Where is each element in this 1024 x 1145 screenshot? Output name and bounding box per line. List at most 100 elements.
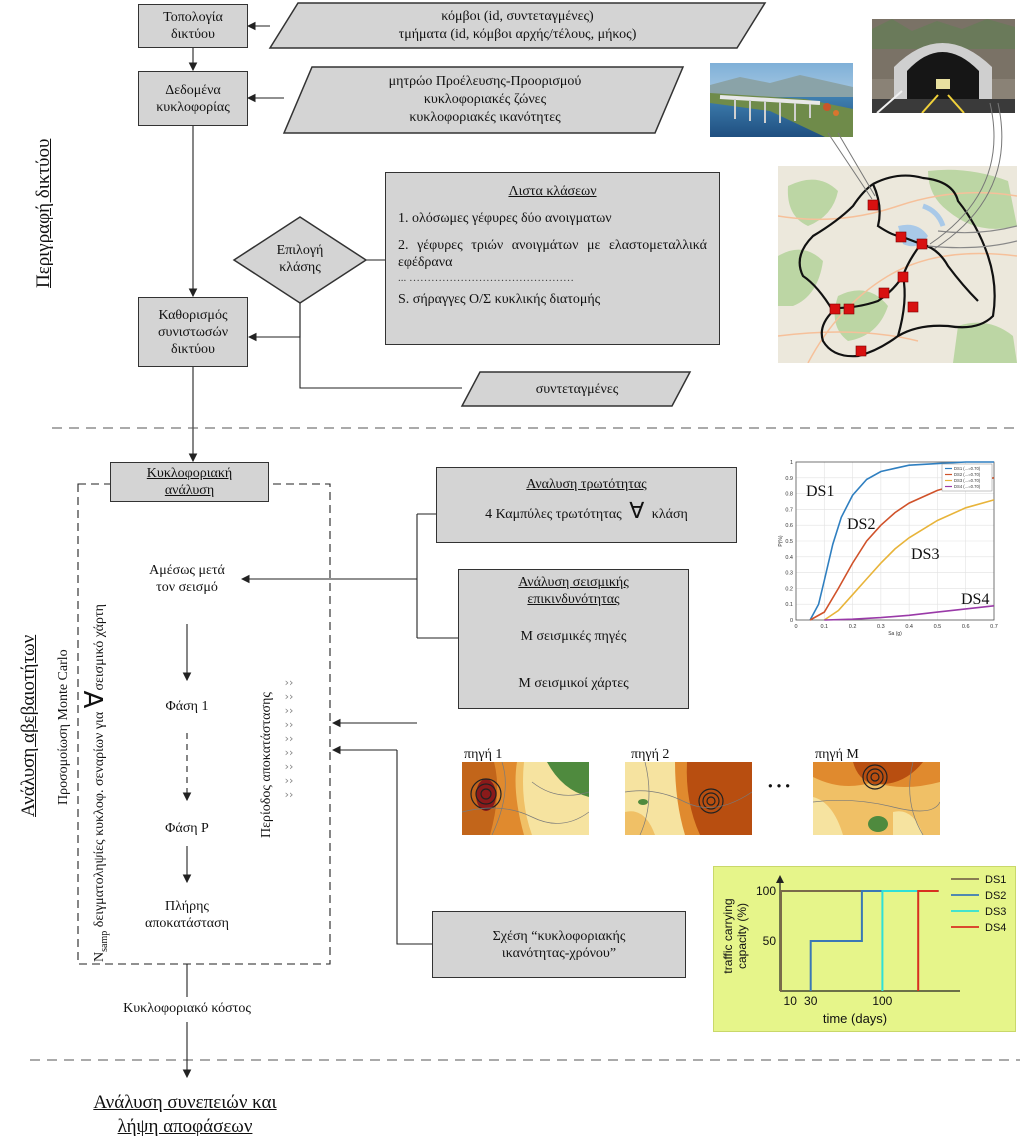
coordinates-input-text: συντεταγμένες: [535, 381, 619, 397]
fragility-x-label: Sa (g): [888, 631, 902, 636]
fragility-legend-label: DS4 (...=0.70): [954, 484, 981, 489]
fragility-legend: DS1 (...=0.70)DS2 (...=0.70)DS3 (...=0.7…: [941, 463, 993, 492]
capacity-series-ds1: [780, 890, 939, 992]
vulnerability-title: Αναλυση τρωτότητας: [526, 477, 647, 492]
class-list-title: Λιστα κλάσεων: [508, 184, 597, 199]
fragility-series-ds4: [824, 605, 995, 621]
fragility-y-label: P(%): [778, 535, 784, 546]
fragility-y-tick: 0.4: [785, 555, 793, 561]
hazard-sources: M σεισμικές πηγές: [520, 629, 627, 644]
hazard-analysis-box: Ανάλυση σεισμικής επικινδυνότητας M σεισ…: [458, 569, 689, 709]
traffic-cost-text: Κυκλοφοριακό κόστος: [92, 1000, 282, 1017]
fragility-series-ds1: [809, 461, 994, 621]
tunnel-photo: [872, 19, 1015, 113]
class-list-ellipsis: ... ………………………………………: [398, 272, 574, 284]
vulnerability-forall: ∀: [629, 499, 645, 524]
recovery-chevrons: ››››››››››››››››››: [284, 676, 294, 801]
capacity-x-tick: 30: [804, 994, 818, 1008]
fragility-x-tick: 0.5: [934, 624, 942, 630]
fragility-y-tick: 0.5: [785, 539, 793, 545]
hazard-map-label-m: πηγή M: [815, 747, 859, 762]
capacity-y-tick: 100: [756, 884, 776, 898]
fragility-y-tick: 1: [790, 460, 793, 466]
fragility-x-tick: 0.1: [820, 624, 828, 630]
capacity-legend-label: DS1: [985, 874, 1006, 886]
traffic-input-text: μητρώο Προέλευσης-Προορισμού κυκλοφοριακ…: [388, 74, 582, 125]
hazard-map-label-2: πηγή 2: [631, 747, 670, 762]
fragility-x-tick: 0.4: [905, 624, 913, 630]
hazard-title: Ανάλυση σεισμικής επικινδυνότητας: [518, 575, 629, 607]
capacity-y-arrow-icon: [776, 875, 784, 883]
fragility-series-ds3: [823, 499, 995, 621]
capacity-legend-label: DS2: [985, 890, 1006, 902]
sampling-sub: samp: [98, 930, 110, 952]
ds4-annotation: DS4: [961, 591, 990, 608]
capacity-x-label: time (days): [823, 1011, 887, 1026]
full-restoration-text: Πλήρης αποκατάσταση: [144, 899, 229, 931]
forall-symbol: ∀: [80, 690, 110, 709]
fragility-y-tick: 0.3: [785, 571, 793, 577]
sampling-suffix: σεισμικό χάρτη: [92, 604, 107, 691]
fragility-y-tick: 0.9: [785, 476, 793, 482]
sampling-text: δειγματοληψίες κυκλοφ. σεναρίων για: [92, 708, 107, 931]
capacity-y-label: traffic carryingcapacity (%): [721, 898, 749, 973]
capacity-series-ds3: [881, 890, 939, 991]
immediately-after-text: Αμέσως μετά τον σεισμό: [149, 563, 225, 595]
bridge-photo: [710, 63, 853, 137]
class-selection-label: Επιλογή κλάσης: [276, 243, 324, 275]
fragility-y-tick: 0.8: [785, 492, 793, 498]
fragility-axes: [795, 461, 995, 621]
fragility-x-tick: 0.7: [990, 624, 998, 630]
fragility-y-tick: 0.7: [785, 507, 793, 513]
fragility-x-tick: 0.6: [962, 624, 970, 630]
fragility-x-tick: 0: [794, 624, 797, 630]
fragility-x-tick: 0.2: [849, 624, 857, 630]
capacity-x-tick: 100: [872, 994, 892, 1008]
ds2-annotation: DS2: [847, 516, 876, 533]
class-list-item-2: 2. γέφυρες τριών ανοιγμάτων με ελαστομετ…: [398, 238, 707, 270]
ds3-annotation: DS3: [911, 546, 940, 563]
vulnerability-class: κλάση: [651, 507, 688, 522]
class-list-box: Λιστα κλάσεων 1. ολόσωμες γέφυρες δύο αν…: [385, 172, 720, 345]
fragility-legend-label: DS3 (...=0.70): [954, 478, 981, 483]
monte-carlo-label: Προσομοίωση Monte Carlo: [56, 649, 71, 805]
capacity-legend-label: DS3: [985, 906, 1006, 918]
capacity-series-ds4: [917, 890, 939, 991]
network-topology-box: Τοπολογία δικτύου: [138, 4, 248, 48]
class-list-item-1: 1. ολόσωμες γέφυρες δύο ανοιγματων: [398, 211, 612, 226]
fragility-legend-label: DS1 (...=0.70): [954, 466, 981, 471]
vulnerability-text: 4 Καμπύλες τρωτότητας: [485, 507, 622, 522]
ds1-annotation: DS1: [806, 483, 835, 500]
fragility-y-tick: 0.2: [785, 586, 793, 592]
vulnerability-line: 4 Καμπύλες τρωτότητας ∀ κλάση: [437, 501, 736, 523]
topology-input-shape: [268, 2, 767, 49]
traffic-data-box: Δεδομένα κυκλοφορίας: [138, 71, 248, 126]
fragility-y-tick: 0.6: [785, 523, 793, 529]
coordinates-input-shape: [460, 371, 692, 407]
sampling-prefix: N: [92, 951, 107, 962]
traffic-input-shape: [282, 66, 685, 134]
phase-p-text: Φάση P: [165, 821, 209, 836]
capacity-legend-label: DS4: [985, 922, 1006, 934]
hazard-map-2: [625, 762, 752, 835]
class-list-item-s: S. σήραγγες Ο/Σ κυκλικής διατομής: [398, 292, 601, 307]
fragility-y-tick: 0: [790, 618, 793, 624]
capacity-time-box: Σχέση “κυκλοφοριακής ικανότητας-χρόνου”: [432, 911, 686, 978]
recovery-period-label: Περίοδος αποκατάστασης: [259, 692, 274, 838]
define-components-box: Καθορισμός συνιστωσών δικτύου: [138, 297, 248, 367]
topology-input-text: κόμβοι (id, συντεταγμένες) τμήματα (id, …: [398, 9, 637, 42]
vulnerability-analysis-box: Αναλυση τρωτότητας 4 Καμπύλες τρωτότητας…: [436, 467, 737, 543]
consequences-text: Ανάλυση συνεπειών και λήψη αποφάσεων: [93, 1092, 277, 1137]
hazard-maps: M σεισμικοί χάρτες: [518, 676, 629, 691]
hazard-map-m: [813, 762, 940, 835]
capacity-x-tick: 10: [784, 994, 798, 1008]
road-network-map: [778, 166, 1017, 363]
traffic-analysis-box: Κυκλοφοριακή ανάλυση: [110, 462, 269, 502]
fragility-y-tick: 0.1: [785, 602, 793, 608]
